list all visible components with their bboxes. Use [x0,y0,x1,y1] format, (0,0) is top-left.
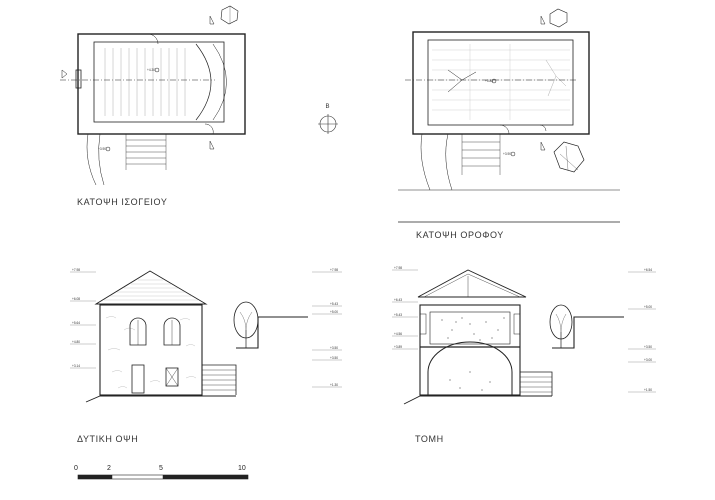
level-mark: +7.98 [72,268,80,272]
level-mark: +3.50 [644,345,652,349]
ground-floor-plan [60,5,246,186]
level-mark: +5.43 [394,313,402,317]
upper-inside-level: +5.88 [485,79,493,83]
west-elevation [70,270,342,403]
scale-tick: 2 [107,465,111,472]
level-mark: +3.50 [330,356,338,360]
scale-tick: 0 [74,465,78,472]
section-levels-right: +6.54 +5.00 +3.50 +3.00 +1.50 [644,268,652,392]
ground-outside-level: +3.90 [98,147,106,151]
ground-inside-level: +4.30 [147,68,155,72]
level-mark: +7.98 [394,266,402,270]
north-arrow [318,114,338,134]
scale-tick: 5 [159,465,163,472]
level-mark: +5.00 [330,310,338,314]
section-caption: ΤΟΜΗ [415,434,444,444]
level-mark: +4.80 [72,340,80,344]
level-mark: +5.64 [72,321,80,325]
level-mark: +3.00 [644,358,652,362]
upper-outside-level: +3.90 [503,152,511,156]
level-mark: +6.43 [394,298,402,302]
scale-bar: 0 2 5 10 [74,465,249,480]
level-mark: +3.14 [72,364,80,368]
section-levels-left: +7.98 +6.43 +5.43 +4.56 +3.89 [394,266,402,349]
level-mark: +1.30 [330,383,338,387]
level-mark: +3.89 [394,345,402,349]
level-mark: +3.50 [330,346,338,350]
level-mark: +7.98 [330,268,338,272]
level-mark: +5.00 [644,305,652,309]
level-mark: +1.50 [644,388,652,392]
upper-floor-plan [398,8,620,223]
level-mark: +5.43 [330,302,338,306]
building-section [392,269,656,405]
west-elevation-caption: ΔΥΤΙΚΗ ΟΨΗ [77,434,139,444]
level-mark: +6.08 [72,297,80,301]
upper-floor-plan-caption: ΚΑΤΟΨΗ ΟΡΟΦΟΥ [416,230,504,240]
level-mark: +6.54 [644,268,652,272]
level-mark: +4.56 [394,332,402,336]
ground-floor-plan-caption: ΚΑΤΟΨΗ ΙΣΟΓΕΙΟΥ [77,197,168,207]
west-elevation-levels-left: +7.98 +6.08 +5.64 +4.80 +3.14 [72,268,80,368]
north-arrow-label: B [326,104,330,110]
scale-tick: 10 [238,465,246,472]
west-elevation-levels-right: +7.98 +5.43 +5.00 +3.50 +3.50 +1.30 [330,268,338,387]
